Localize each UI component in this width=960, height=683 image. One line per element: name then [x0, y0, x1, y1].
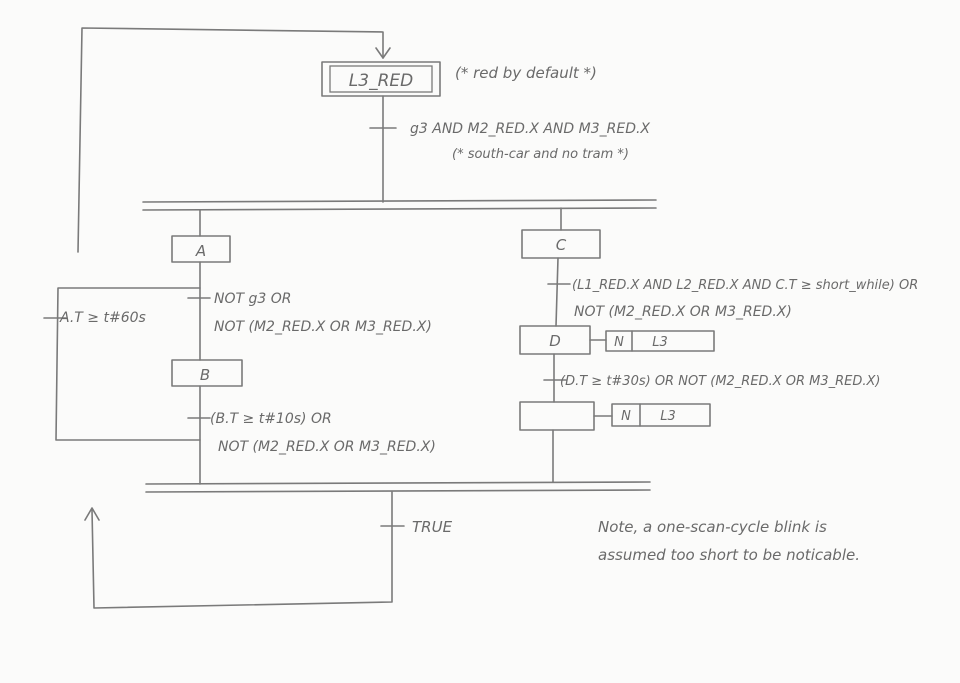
step-a-label: A: [195, 242, 206, 260]
step-b-label: B: [200, 366, 210, 384]
initial-step: L3_RED: [321, 61, 441, 97]
action-e-qualifier: N: [621, 409, 631, 424]
initial-step-inner-box: [329, 65, 433, 93]
action-d-variable: L3: [652, 335, 668, 350]
step-b: B: [171, 359, 243, 387]
branch-right-link-cd: [555, 257, 559, 327]
step-a-box: [171, 235, 231, 263]
transition-c-d-line2: NOT (M2_RED.X OR M3_RED.X): [574, 304, 792, 320]
step-c-label: C: [556, 236, 567, 254]
note-line-2: assumed too short to be noticable.: [598, 546, 860, 564]
transition-a-b-line2: NOT (M2_RED.X OR M3_RED.X): [214, 319, 432, 335]
action-d-box: [605, 330, 715, 352]
initial-step-outer-box: [321, 61, 441, 97]
transition-b-line1: (B.T ≥ t#10s) OR: [210, 411, 332, 427]
initial-step-label: L3_RED: [349, 71, 413, 91]
step-a: A: [171, 235, 231, 263]
note-line-1: Note, a one-scan-cycle blink is: [598, 518, 827, 536]
step-e-box: [519, 401, 595, 431]
action-d-qualifier: N: [614, 335, 624, 350]
transition-1-line1: g3 AND M2_RED.X AND M3_RED.X: [410, 121, 650, 137]
step-b-box: [171, 359, 243, 387]
step-c: C: [521, 229, 601, 259]
step-d: D: [519, 325, 591, 355]
transition-loop-a-label: A.T ≥ t#60s: [59, 310, 146, 326]
convergence-line-bottom: [145, 489, 651, 493]
divergence-line-top: [142, 199, 657, 203]
transition-b-line2: NOT (M2_RED.X OR M3_RED.X): [218, 439, 436, 455]
return-loop-arrowhead: [375, 47, 391, 59]
step-c-box: [521, 229, 601, 259]
step-e: [519, 401, 595, 431]
loop-a-line: [55, 287, 201, 441]
transition-d-label: (D.T ≥ t#30s) OR NOT (M2_RED.X OR M3_RED…: [560, 374, 881, 389]
transition-a-b-line1: NOT g3 OR: [214, 291, 292, 307]
action-e-variable: L3: [660, 409, 676, 424]
initial-step-comment: (* red by default *): [455, 64, 597, 82]
action-block-e: N L3: [611, 403, 711, 427]
convergence-line-top: [145, 481, 651, 485]
transition-final-label: TRUE: [412, 518, 453, 536]
final-return-line: [91, 491, 393, 609]
final-return-arrowhead: [84, 507, 100, 521]
transition-1-line2: (* south-car and no tram *): [452, 147, 629, 162]
step-d-label: D: [549, 332, 561, 350]
action-e-box: [611, 403, 711, 427]
return-loop-line: [77, 27, 384, 253]
action-block-d: N L3: [605, 330, 715, 352]
transition-c-d-line1: (L1_RED.X AND L2_RED.X AND C.T ≥ short_w…: [572, 278, 918, 293]
divergence-line-bottom: [142, 207, 657, 211]
